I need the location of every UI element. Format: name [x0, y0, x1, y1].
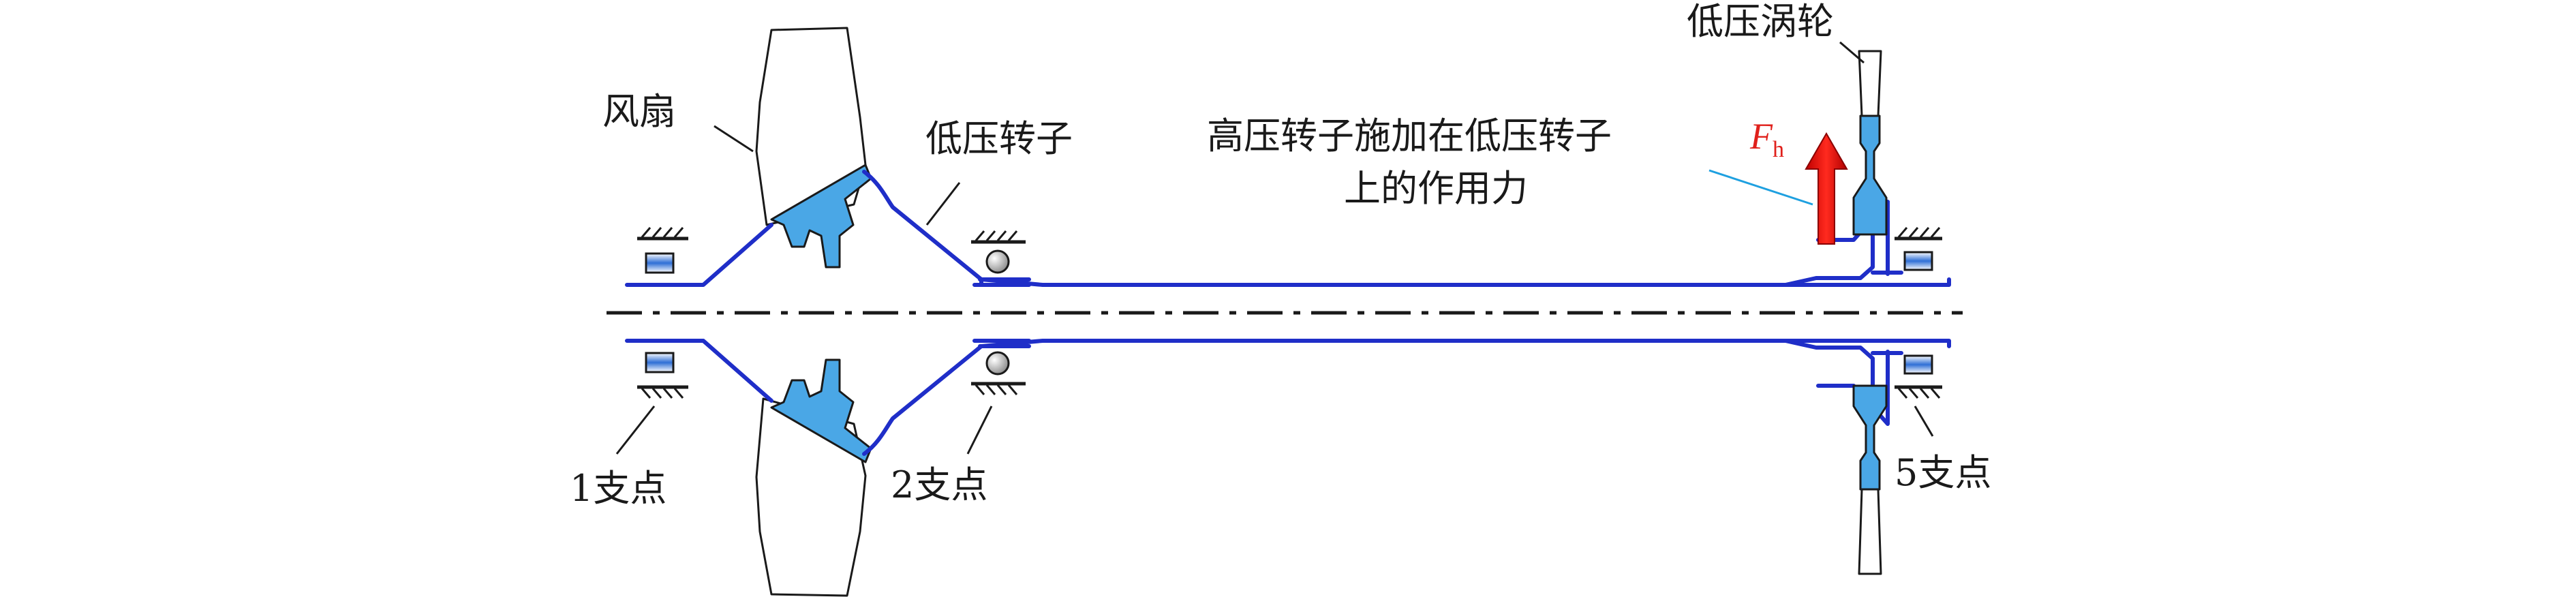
leader-lp-turbine [1839, 41, 1865, 64]
fan-blade-top [755, 27, 867, 226]
support-5-bottom [1895, 354, 1942, 399]
label-support-1: 1支点 [570, 467, 666, 510]
lp-shaft-bottom-inner [972, 339, 1951, 348]
leader-fan [714, 125, 754, 153]
force-arrow [1805, 132, 1848, 245]
label-hp-force-line1: 高压转子施加在低压转子 [1207, 114, 1612, 157]
lp-shaft-top [625, 170, 1875, 287]
leader-lp-rotor [925, 182, 961, 226]
lp-turbine-disk-bottom [1852, 384, 1888, 491]
label-support-5: 5支点 [1895, 451, 1991, 494]
support-2-bottom [971, 351, 1026, 395]
support-1-bottom [637, 352, 688, 399]
lp-shaft-top-inner [972, 277, 1951, 287]
leader-support-1 [615, 405, 656, 455]
label-lp-rotor: 低压转子 [925, 117, 1073, 160]
lp-shaft-bottom [625, 339, 1875, 456]
fan-disk-top [770, 164, 872, 269]
label-fan: 风扇 [602, 90, 676, 133]
label-support-2: 2支点 [891, 463, 987, 506]
leader-support-5 [1914, 405, 1934, 437]
support-2-top [971, 230, 1026, 274]
support-5-top [1895, 227, 1942, 271]
lp-turbine-blade-bottom [1858, 488, 1882, 575]
label-hp-force-line2: 上的作用力 [1344, 167, 1528, 210]
leader-support-2 [966, 405, 993, 455]
lp-turbine-disk-top [1852, 114, 1888, 236]
support-1-top [637, 227, 688, 274]
leader-hp-force [1708, 169, 1813, 206]
fan-disk-bottom [770, 358, 872, 463]
label-lp-turbine: 低压涡轮 [1687, 0, 1834, 43]
label-force-symbol: Fh [1749, 116, 1784, 162]
